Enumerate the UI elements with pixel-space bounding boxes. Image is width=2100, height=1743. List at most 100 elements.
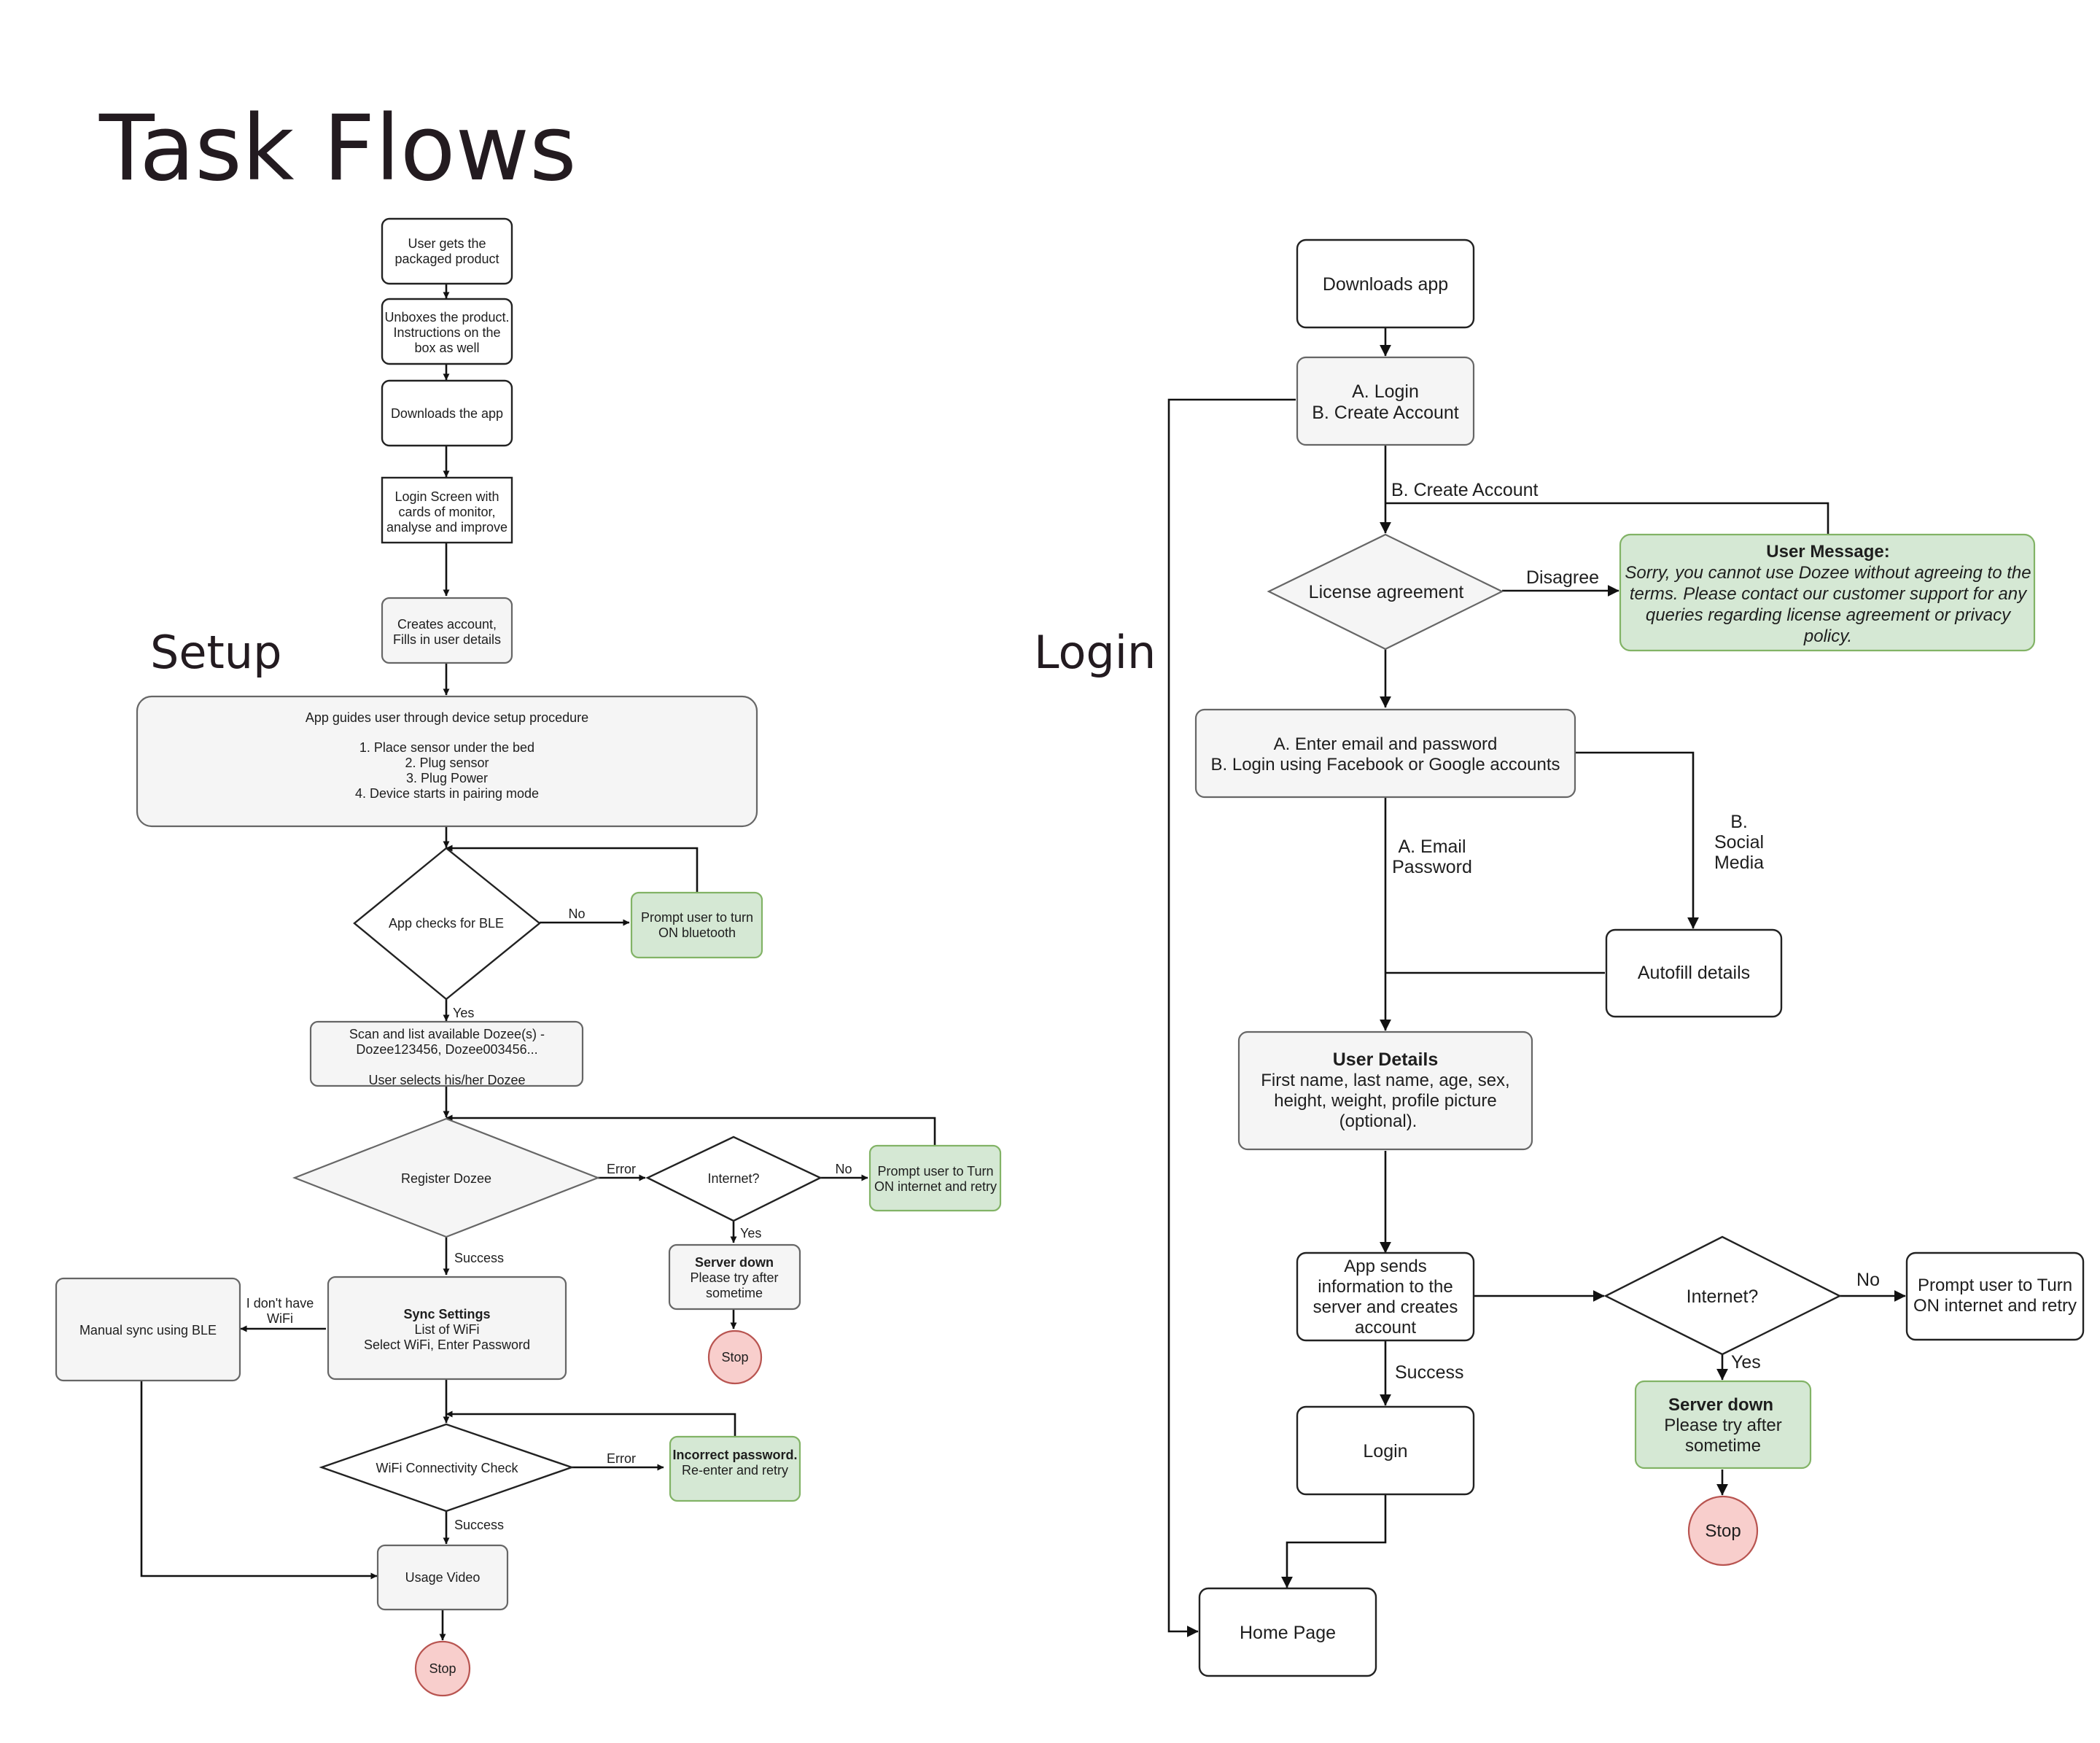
node-app-sends-line-3: server and creates [1313,1297,1458,1317]
edge-label-success-wifi: Success [454,1518,504,1532]
stop-login-label: Stop [1705,1521,1741,1541]
node-prompt-internet-login [1905,1251,2085,1341]
node-scan-list-line-2: Dozee123456, Dozee003456... [356,1042,537,1057]
edge-label-no-wifi-line-2: WiFi [267,1311,293,1326]
edge-label-email-password-line-2: Password [1392,857,1472,877]
edge-label-no-ble: No [568,907,585,921]
node-prompt-internet-setup [868,1144,1002,1212]
edge-label-error-register: Error [607,1162,636,1176]
node-prompt-bluetooth-line-1: Prompt user to turn [641,910,753,925]
node-prompt-bluetooth-line-2: ON bluetooth [658,925,736,940]
node-home-page [1198,1587,1377,1677]
node-gets-product [381,217,513,285]
node-user-details [1237,1030,1533,1151]
node-enter-email-line-2: B. Login using Facebook or Google accoun… [1211,755,1560,775]
decision-wifi-check [319,1423,575,1513]
decision-internet-login-label: Internet? [1687,1286,1759,1307]
node-downloads-the-app-label: Downloads the app [391,406,503,421]
node-user-details-line-1: First name, last name, age, sex, [1261,1071,1509,1090]
node-app-sends-line-2: information to the [1318,1277,1452,1297]
node-device-setup-line-1: App guides user through device setup pro… [306,710,588,725]
node-downloads-the-app [381,379,513,447]
node-server-down-login [1634,1380,1812,1470]
edge-label-social-media-line-3: Media [1714,853,1764,873]
decision-license [1267,533,1504,651]
node-prompt-internet-setup-line-1: Prompt user to Turn [877,1164,993,1179]
node-home-page-label: Home Page [1240,1623,1336,1643]
edge-label-create-account: B. Create Account [1391,480,1539,500]
node-login-screen [381,476,513,544]
edge-label-error-wifi: Error [607,1451,636,1466]
edge-label-social-media-line-1: B. [1730,812,1748,832]
node-prompt-internet-login-line-1: Prompt user to Turn [1918,1276,2072,1295]
node-enter-email [1194,708,1576,799]
node-prompt-bluetooth [630,891,763,959]
node-usage-video-label: Usage Video [405,1570,481,1585]
edge-label-email-password-line-1: A. Email [1398,836,1466,857]
node-login-screen-line-2: cards of monitor, [398,505,495,519]
page-title: Task Flows [98,96,577,201]
node-sync-settings-line-2: Select WiFi, Enter Password [364,1338,530,1352]
node-user-message-line-2: terms. Please contact our customer suppo… [1630,584,2028,604]
edge-label-social-media-line-2: Social [1714,832,1764,853]
node-server-down-setup-line-1: Please try after [690,1270,778,1285]
node-downloads-app-label: Downloads app [1323,274,1448,295]
node-unboxes [381,298,513,365]
decision-internet-login [1603,1235,1842,1356]
node-creates-account [381,597,513,664]
stop-login [1687,1495,1759,1567]
node-scan-list [309,1020,584,1087]
node-downloads-app [1296,238,1475,329]
decision-internet-setup [645,1136,822,1222]
decision-register [292,1117,601,1238]
node-gets-product-line-2: packaged product [394,252,499,266]
node-autofill [1605,928,1783,1018]
node-unboxes-line-1: Unboxes the product. [384,310,509,325]
decision-wifi-check-label: WiFi Connectivity Check [376,1461,518,1475]
node-app-sends-line-4: account [1355,1318,1416,1338]
node-user-message-title: User Message: [1766,542,1889,562]
node-app-sends [1296,1251,1475,1342]
node-user-message-line-1: Sorry, you cannot use Dozee without agre… [1625,563,2031,583]
node-usage-video [376,1544,509,1611]
edge-label-yes-internet-setup: Yes [740,1226,761,1241]
node-manual-sync [55,1277,241,1382]
node-unboxes-line-2: Instructions on the [393,325,500,340]
node-device-setup-line-5: 3. Plug Power [406,771,488,785]
node-manual-sync-label: Manual sync using BLE [79,1323,217,1338]
node-incorrect-password-line-1: Re-enter and retry [682,1463,788,1478]
node-server-down-login-line-1: Please try after [1664,1416,1781,1435]
login-edges [1167,327,1906,1637]
node-login [1296,1405,1475,1496]
edge-label-success-register: Success [454,1251,504,1265]
decision-checks-ble [353,847,541,1001]
node-gets-product-line-1: User gets the [408,236,486,251]
setup-heading: Setup [150,626,281,679]
edge-label-no-internet-setup: No [835,1162,852,1176]
stop-setup-end-label: Stop [429,1661,456,1676]
node-device-setup-line-3: 1. Place sensor under the bed [359,740,534,755]
node-device-setup-line-6: 4. Device starts in pairing mode [355,786,539,801]
node-incorrect-password-title: Incorrect password. [672,1448,797,1462]
node-app-sends-line-1: App sends [1344,1257,1426,1276]
node-prompt-internet-login-line-2: ON internet and retry [1913,1296,2077,1316]
edge-label-yes-ble: Yes [453,1006,474,1020]
node-device-setup [136,695,758,828]
node-sync-settings [327,1276,567,1381]
node-scan-list-line-4: User selects his/her Dozee [368,1073,525,1087]
node-server-down-login-title: Server down [1668,1395,1773,1415]
stop-setup-end [414,1640,471,1697]
node-user-message-line-4: policy. [1803,626,1852,646]
stop-setup-internet-label: Stop [721,1350,748,1364]
node-server-down-setup-title: Server down [695,1255,774,1270]
node-device-setup-line-4: 2. Plug sensor [405,756,489,770]
setup-edges [140,284,936,1641]
node-user-message [1619,533,2036,652]
node-user-details-title: User Details [1333,1049,1439,1070]
node-sync-settings-title: Sync Settings [403,1307,490,1321]
node-login-screen-line-3: analyse and improve [386,520,508,535]
node-user-details-line-2: height, weight, profile picture [1274,1091,1497,1111]
edge-label-success-login: Success [1395,1362,1463,1383]
node-autofill-label: Autofill details [1638,963,1750,983]
